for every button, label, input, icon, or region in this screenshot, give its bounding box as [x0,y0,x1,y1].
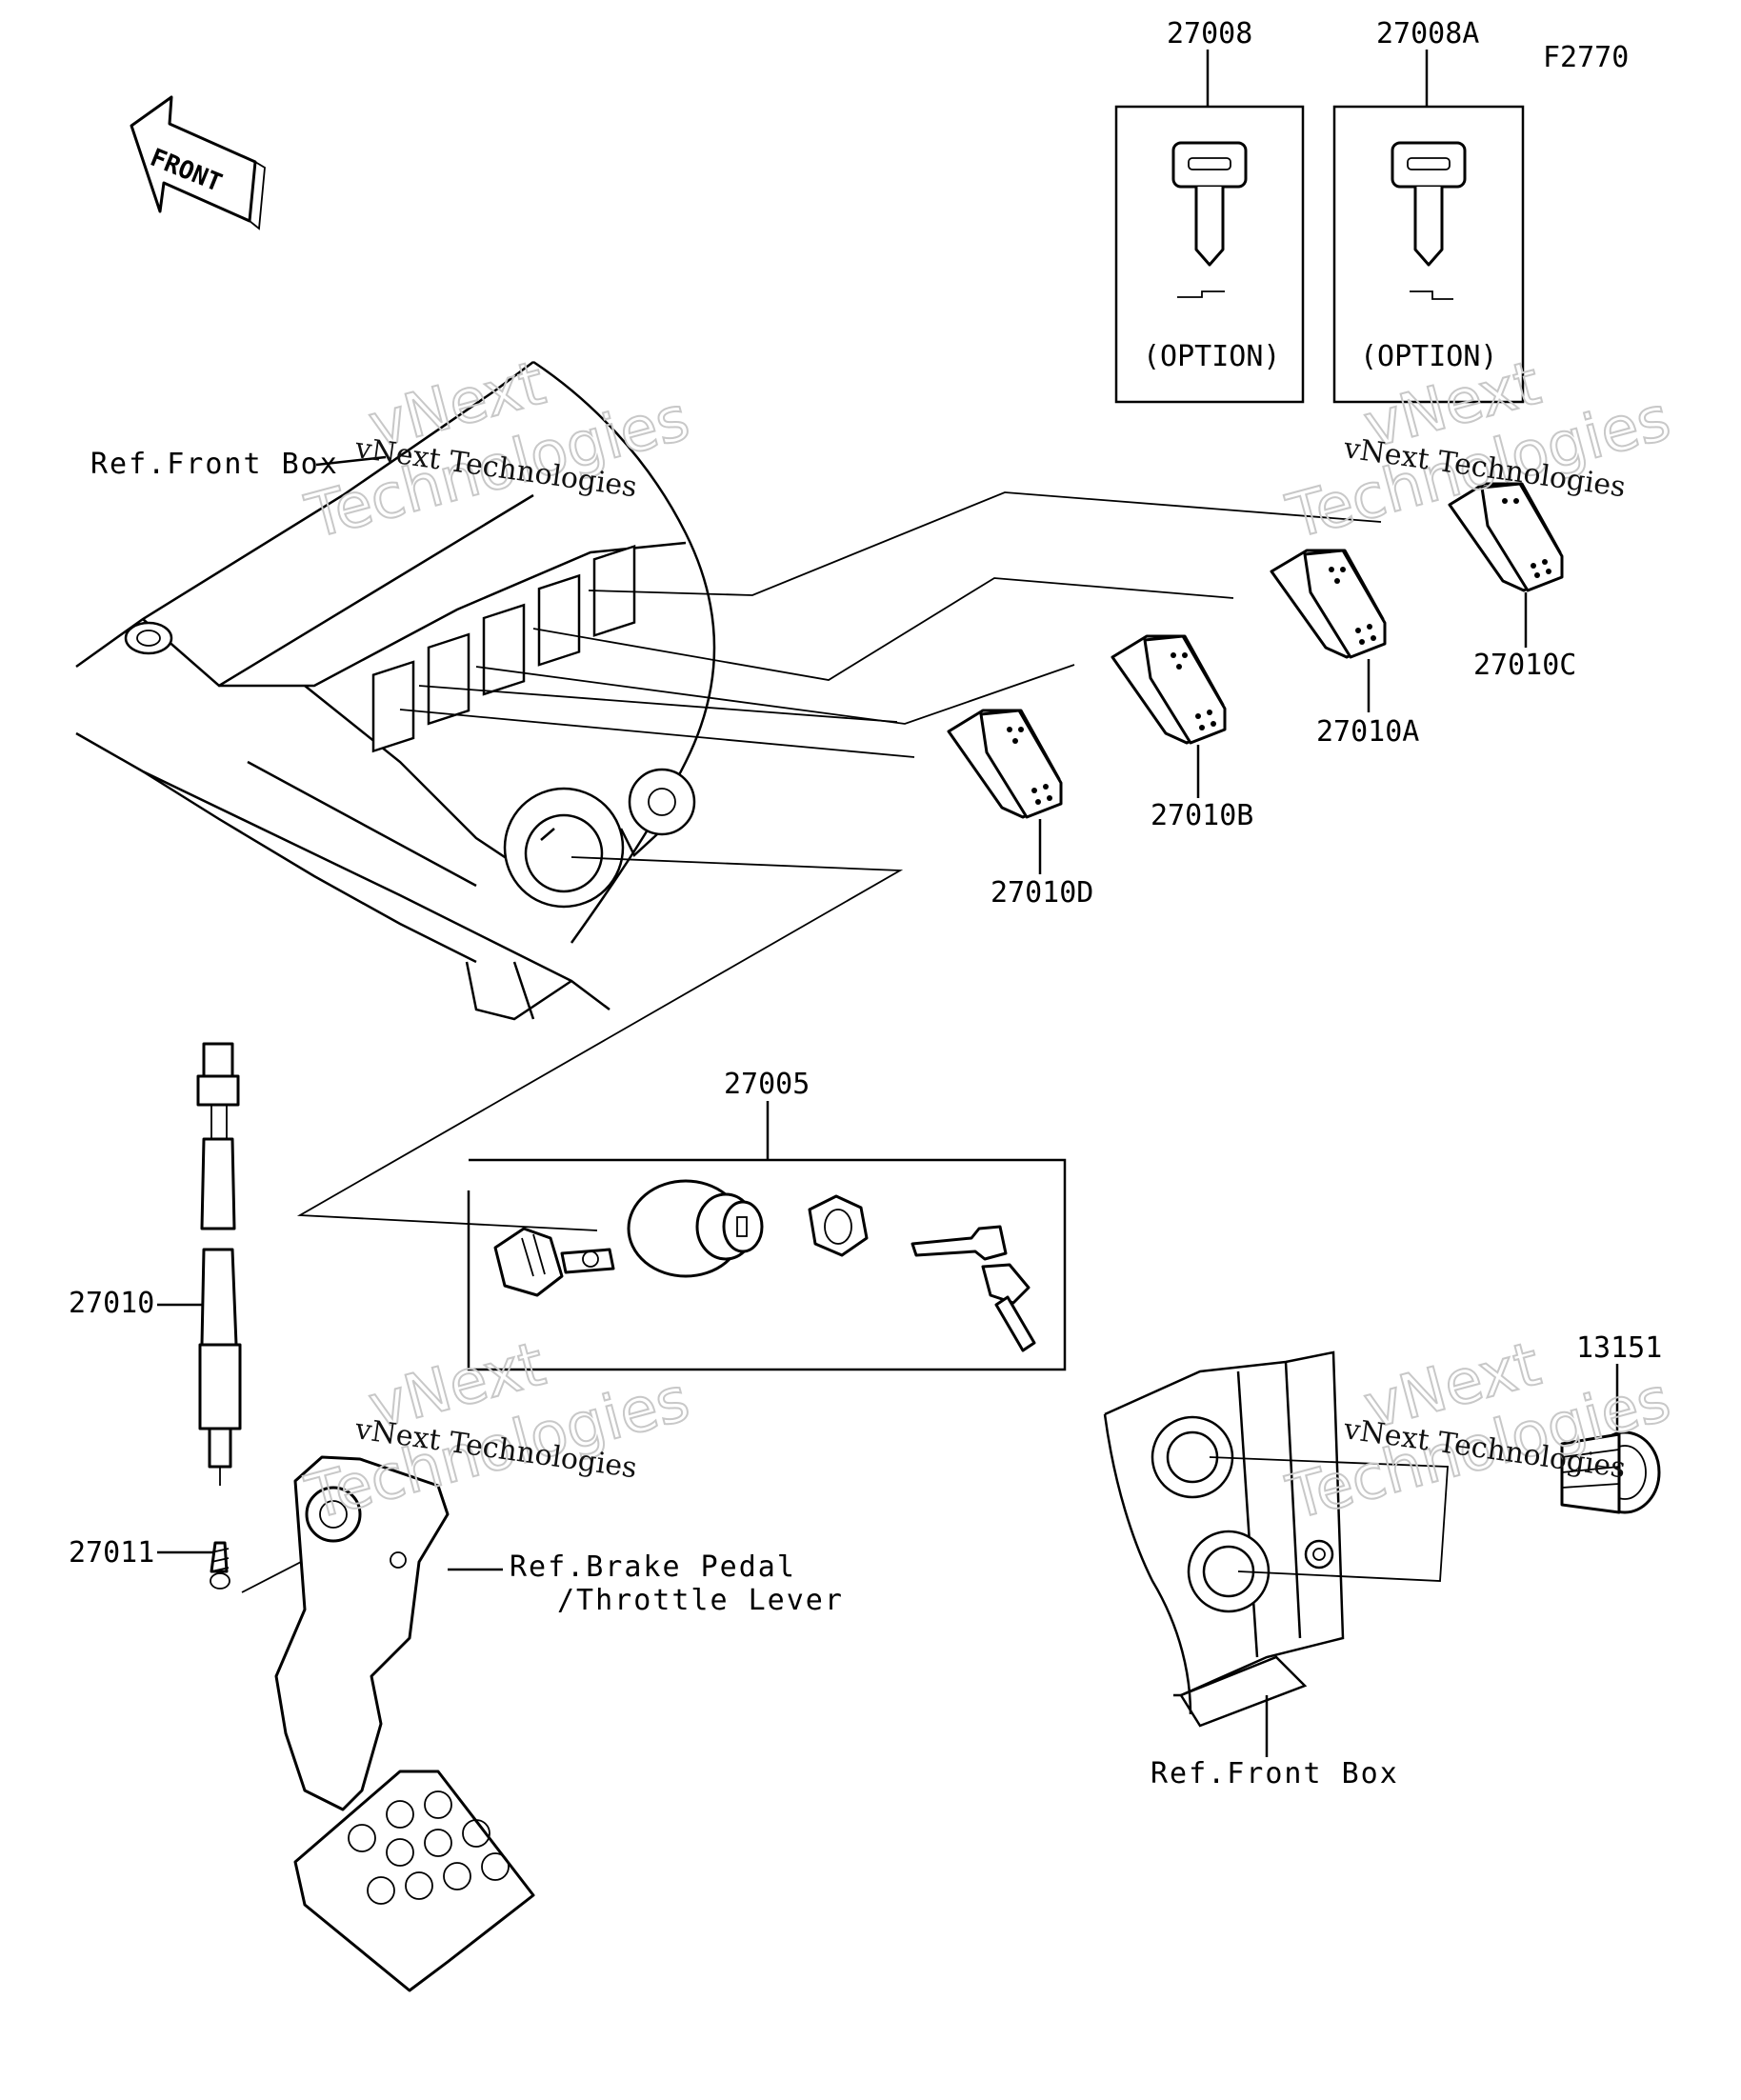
part-number-27008A: 27008A [1376,17,1479,50]
part-number-27010A: 27010A [1316,715,1419,749]
watermark: vNext Technologies vNext Technologies [298,1329,697,1535]
nut-icon [808,1194,869,1257]
watermark: vNext Technologies vNext Technologies [1279,1329,1678,1535]
part-number-27008: 27008 [1167,17,1252,50]
rocker-switch-27010A [1270,549,1387,659]
ignition-switch-icon [493,1179,764,1297]
part-number-27010: 27010 [69,1287,154,1320]
part-number-27011: 27011 [69,1536,154,1570]
rocker-switch-27010B [1111,634,1227,745]
option-text-27008A: (OPTION) [1360,340,1498,373]
part-number-27010B: 27010B [1151,799,1253,832]
spring-icon [210,1541,230,1590]
figure-code: F2770 [1543,41,1629,74]
key-icon [1391,141,1467,300]
key-icon [1171,141,1248,298]
power-socket-icon [1560,1430,1661,1514]
rocker-switch-27010D [947,709,1063,819]
watermark: vNext Technologies vNext Technologies [298,348,697,554]
part-number-27005: 27005 [724,1068,810,1101]
key-option-box-27008 [1114,105,1305,404]
ignition-keys-icon [911,1225,1036,1352]
front-arrow-icon: FRONT [130,95,266,230]
brake-light-switch-icon [196,1042,242,1486]
ref-front-box-top: Ref.Front Box [90,448,339,481]
part-number-13151: 13151 [1576,1331,1662,1365]
part-number-27010D: 27010D [991,876,1093,910]
part-number-27010C: 27010C [1473,649,1576,682]
front-box-dashboard [75,360,716,1021]
front-box-lower-panel [1103,1350,1345,1728]
ref-brake-pedal-line2: /Throttle Lever [557,1584,844,1617]
ref-brake-pedal-line1: Ref.Brake Pedal [510,1550,796,1584]
ref-front-box-bottom: Ref.Front Box [1151,1757,1399,1790]
rocker-switch-27010C [1448,482,1564,592]
option-text-27008: (OPTION) [1143,340,1281,373]
key-option-box-27008A [1332,105,1525,404]
brake-pedal-icon [274,1455,535,1992]
